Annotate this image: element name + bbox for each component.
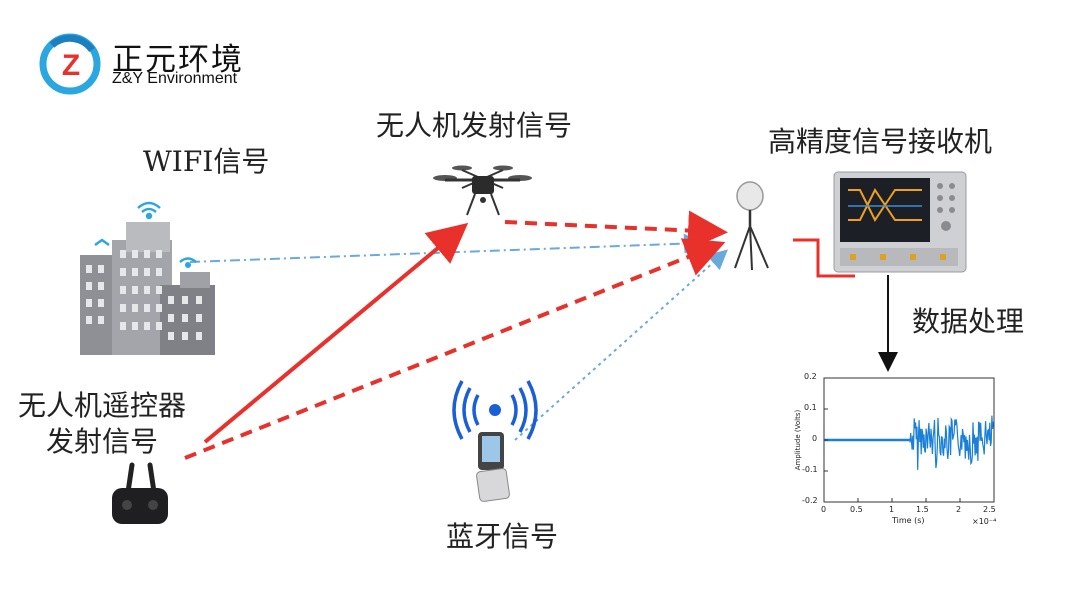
plot-x-exponent: ×10⁻⁴ [972,517,997,526]
bluetooth-signal-line [514,249,728,441]
controller-signal-label-line2: 发射信号 [46,425,159,458]
x-tick-label: 0.5 [850,505,863,514]
logo-name-cn: 正元环境 [112,42,244,78]
y-tick-label: 0.2 [804,372,817,381]
data-processing-label: 数据处理 [912,305,1025,338]
y-tick-label: -0.2 [802,496,818,505]
x-tick-label: 0 [821,505,827,514]
y-tick-label: 0.1 [804,403,817,412]
phone-bluetooth-icon [452,380,538,502]
wifi-signal-line [189,233,704,263]
oscilloscope-icon [833,171,967,273]
y-tick-label: 0 [812,434,818,443]
drone-signal-label: 无人机发射信号 [376,109,573,142]
x-tick-label: 2 [956,505,962,514]
controller-signal-label-line1: 无人机遥控器 [18,389,187,422]
logo-name-en: Z&Y Environment [112,70,238,87]
y-tick-label: -0.1 [802,465,818,474]
drone-icon [433,165,532,216]
receiver-label: 高精度信号接收机 [768,125,993,158]
drone-signal-line [504,210,728,251]
controller-signal-line [184,238,726,460]
controller-to-drone-line [203,222,469,444]
x-tick-label: 1 [889,505,895,514]
remote-controller-icon [112,462,168,524]
plot-xlabel: Time (s) [892,516,925,525]
receiver-cable [793,238,855,278]
x-tick-label: 2.5 [983,505,996,514]
x-tick-label: 1.5 [916,505,929,514]
city-buildings-icon [80,222,215,355]
waveform-plot-icon [823,377,995,503]
wifi-signal-label: WIFI信号 [143,145,270,178]
wifi-icon [94,201,197,269]
antenna-tripod-icon [734,181,769,271]
plot-ylabel: Amplitude (Volts) [794,409,802,471]
bluetooth-signal-label: 蓝牙信号 [446,520,559,553]
